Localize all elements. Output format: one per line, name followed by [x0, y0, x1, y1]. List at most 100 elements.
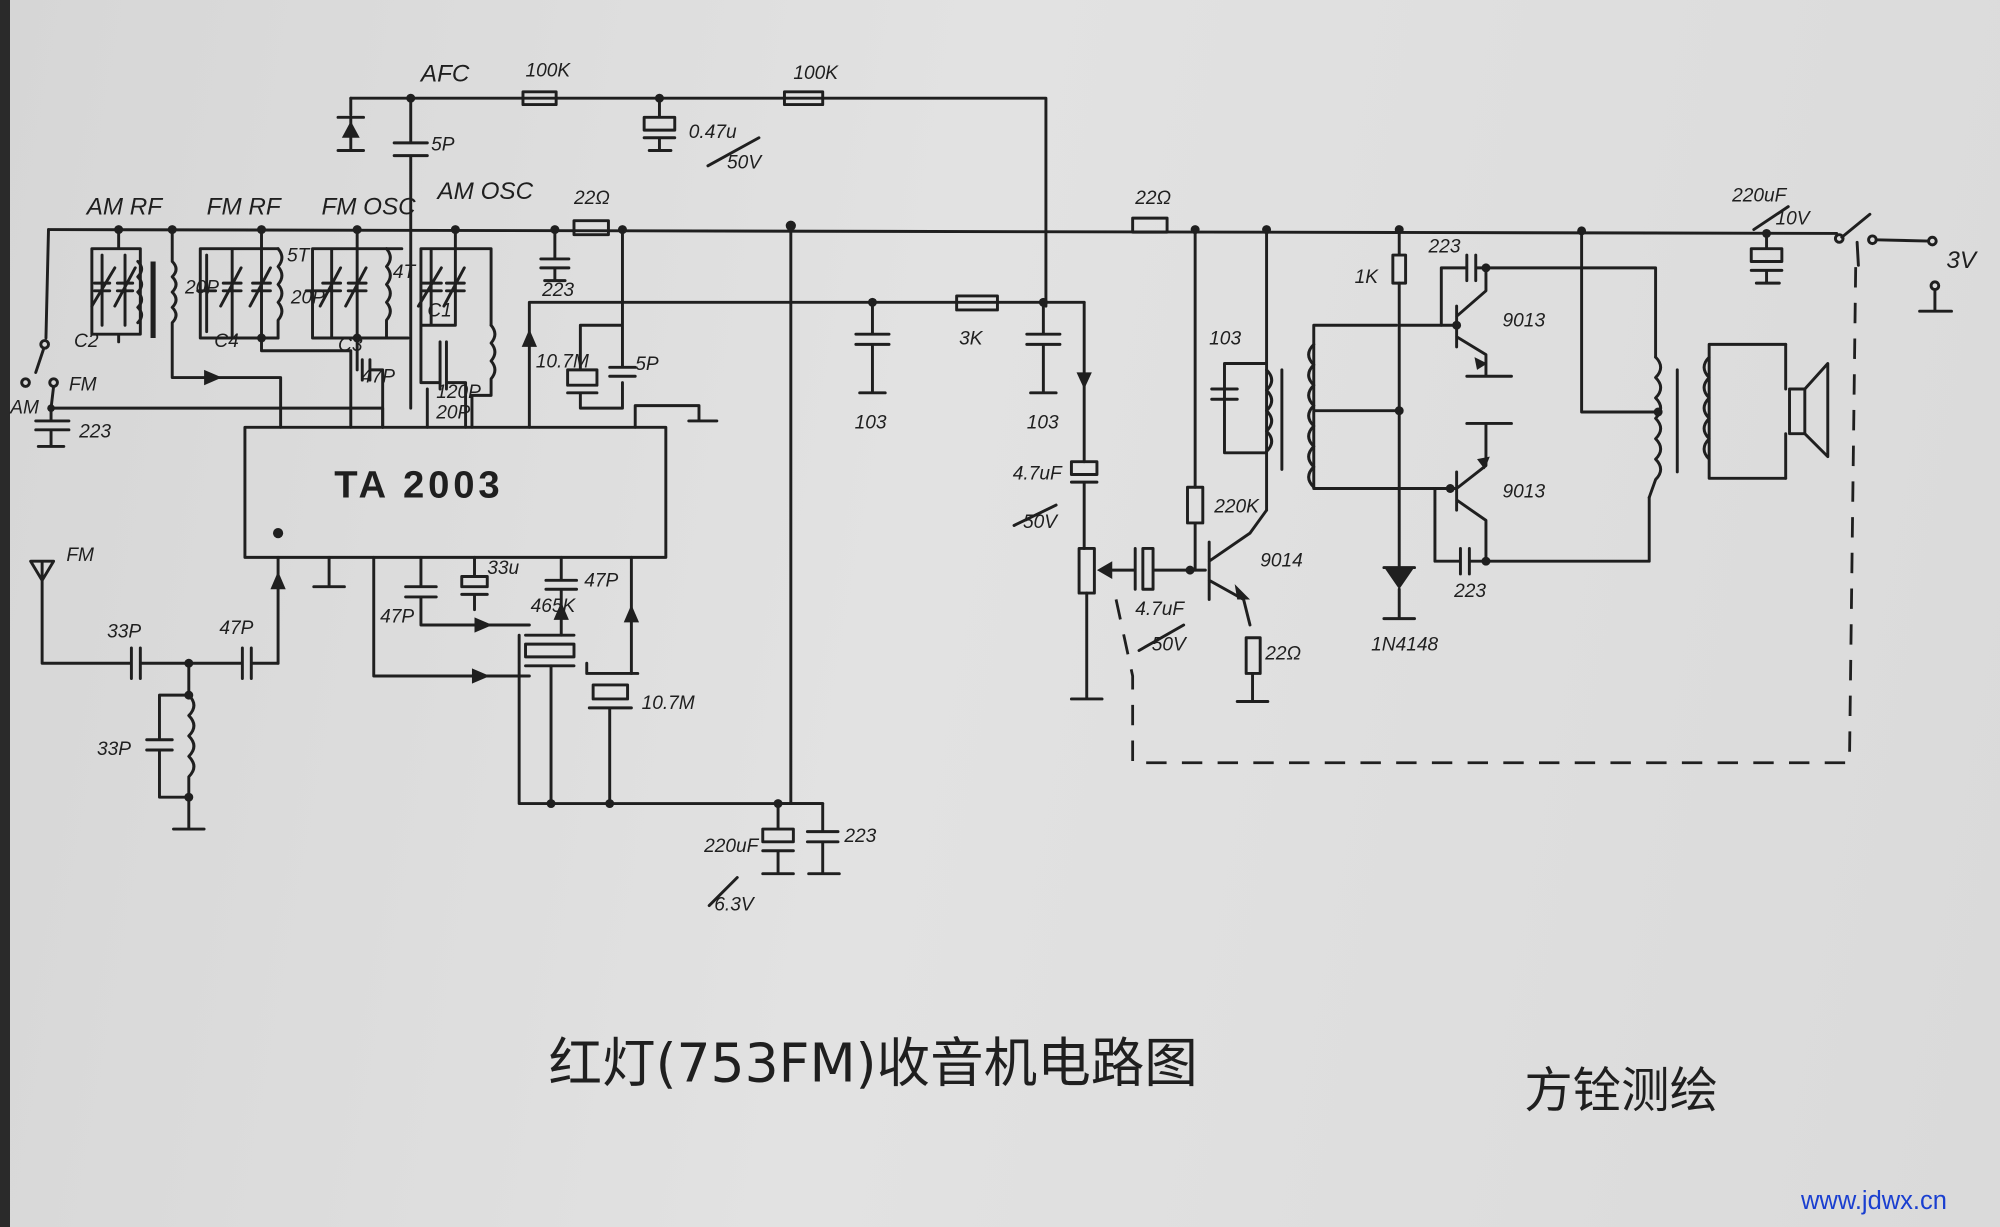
- antenna-fm-label: FM: [66, 545, 94, 566]
- fm-rf-tank: C4 5T: [196, 228, 353, 429]
- c103-c-label: 103: [1209, 328, 1241, 349]
- r22-1-label: 22Ω: [573, 188, 610, 209]
- watermark: www.jdwx.cn: [1800, 1187, 1947, 1215]
- c20p-b-label: 20P: [290, 288, 325, 309]
- c33u-label: 33u: [487, 558, 519, 579]
- fm-osc-label: FM OSC: [321, 193, 416, 220]
- coil-5t-label: 5T: [287, 245, 311, 266]
- r100k-1-label: 100K: [526, 61, 572, 82]
- c4-label: C4: [214, 331, 238, 352]
- diode-label: 1N4148: [1371, 634, 1438, 655]
- arrow-icon: [521, 329, 538, 347]
- paper-edge: [0, 0, 10, 1227]
- resistor-3k: [955, 294, 999, 312]
- c33p-1-label: 33P: [107, 622, 141, 643]
- arrow-icon: [1076, 372, 1092, 390]
- arrow-icon: [204, 369, 222, 386]
- r22-2-label: 22Ω: [1134, 188, 1171, 209]
- c47u2-voltage-label: 50V: [1152, 634, 1188, 655]
- resistor-22-ohm-1: [572, 219, 610, 237]
- audio-preamp: 4.7uF 50V 4.7uF 50V 9014 220K 22Ω 22Ω: [1012, 188, 1303, 703]
- c223-am-label: 223: [78, 421, 111, 442]
- c223-d-label: 223: [1453, 581, 1486, 602]
- transistor-arrow-icon: [1474, 357, 1488, 370]
- wiper-arrow-icon: [1096, 561, 1113, 580]
- transistor-arrow-icon: [1234, 584, 1250, 600]
- c47u-voltage-label: 50V: [1023, 512, 1059, 533]
- resistor-22-ohm-2: [1131, 216, 1169, 234]
- c223-c-label: 223: [1428, 237, 1461, 258]
- filter-465k-label: 465K: [531, 596, 577, 617]
- c047-voltage-label: 50V: [727, 152, 763, 173]
- am-osc-tank: C1 120P 20P: [416, 228, 497, 429]
- q9013b-label: 9013: [1503, 481, 1546, 502]
- coil-4t-label: 4T: [393, 262, 417, 283]
- varactor-diode-icon: [341, 121, 360, 138]
- resistor-100k-1: [521, 90, 558, 107]
- power-switch: 3V: [1833, 212, 1979, 313]
- resistor-100k-2: [782, 90, 825, 107]
- xtal-107b-label: 10.7M: [642, 693, 695, 714]
- ic-lower-components: 47P 33u 465K 47P 10.7M: [372, 555, 825, 809]
- am-rf-tank: C2 20P: [74, 228, 283, 429]
- push-pull-output: 223 9013 9013 223: [1397, 237, 1658, 602]
- c223-b-label: 223: [843, 826, 876, 847]
- speaker-icon: [1784, 342, 1830, 480]
- c223-1-label: 223: [541, 280, 574, 301]
- output-transformer: [1580, 229, 1830, 499]
- q9014-label: 9014: [1260, 550, 1303, 571]
- c103-b-label: 103: [1027, 413, 1059, 434]
- c2-label: C2: [74, 331, 99, 352]
- ic-label: TA 2003: [334, 463, 503, 506]
- resistor-22-ohm-3: [1244, 636, 1262, 675]
- c33p-2-label: 33P: [97, 739, 131, 760]
- resistor-220k: [1186, 485, 1205, 525]
- r100k-2-label: 100K: [793, 63, 839, 84]
- ta2003-ic: TA 2003: [243, 425, 668, 665]
- c220u-label: 220uF: [703, 836, 760, 857]
- fm-switch-label: FM: [69, 374, 97, 395]
- r3k-label: 3K: [959, 328, 984, 349]
- c5p-afc-label: 5P: [431, 135, 455, 156]
- driver-transformer: 103 1K 1N4148: [1209, 228, 1462, 655]
- xtal-107-label: 10.7M: [536, 351, 589, 372]
- c120p-label: 120P: [436, 382, 481, 403]
- detector-filter: 103 3K 103: [854, 294, 1092, 464]
- ic-supply-decoupling: 22Ω 223 10.7M 5P: [521, 188, 1086, 429]
- r1k-label: 1K: [1355, 267, 1380, 288]
- c47p-right-label: 47P: [584, 571, 618, 592]
- r220k-label: 220K: [1213, 497, 1260, 518]
- switch-mechanical-link: [1114, 255, 1858, 765]
- c20p-c-label: 20P: [435, 402, 470, 423]
- c47p-antenna-label: 47P: [219, 618, 253, 639]
- c3-label: C3: [338, 335, 363, 356]
- c5p-label: 5P: [635, 354, 659, 375]
- resistor-1k: [1391, 253, 1408, 285]
- c047-label: 0.47u: [689, 122, 737, 143]
- c47p-left-label: 47P: [380, 606, 414, 627]
- volume-potentiometer: [1077, 546, 1096, 595]
- transistor-arrow-icon: [1477, 456, 1490, 470]
- am-switch-label: AM: [9, 397, 39, 418]
- ic-supply-filter: 220uF 6.3V 223: [703, 224, 877, 916]
- fm-rf-label: FM RF: [207, 193, 282, 220]
- c47u-label: 4.7uF: [1013, 464, 1063, 485]
- tuner-labels: AM RF FM RF FM OSC AM OSC: [85, 178, 534, 220]
- afc-network: AFC 100K 100K 5P 0.47u 50V: [336, 61, 1048, 410]
- power-rail: [47, 220, 1839, 238]
- arrow-icon: [270, 571, 286, 590]
- author-signature: 方铨测绘: [1524, 1063, 1718, 1119]
- q9013a-label: 9013: [1503, 311, 1546, 332]
- c220u10-voltage-label: 10V: [1775, 208, 1811, 229]
- battery-voltage-label: 3V: [1946, 247, 1978, 274]
- diode-icon: [1385, 568, 1414, 590]
- c220u-voltage-label: 6.3V: [714, 895, 756, 916]
- am-osc-label: AM OSC: [436, 178, 534, 205]
- diagram-title: 红灯(753FM)收音机电路图: [548, 1032, 1197, 1095]
- afc-label: AFC: [419, 61, 470, 88]
- c103-a-label: 103: [855, 413, 887, 434]
- arrow-icon: [471, 668, 490, 684]
- fm-antenna-input: FM 33P 47P 33P: [29, 545, 280, 831]
- fm-osc-tank: 20P C3 4T 47P: [290, 228, 417, 429]
